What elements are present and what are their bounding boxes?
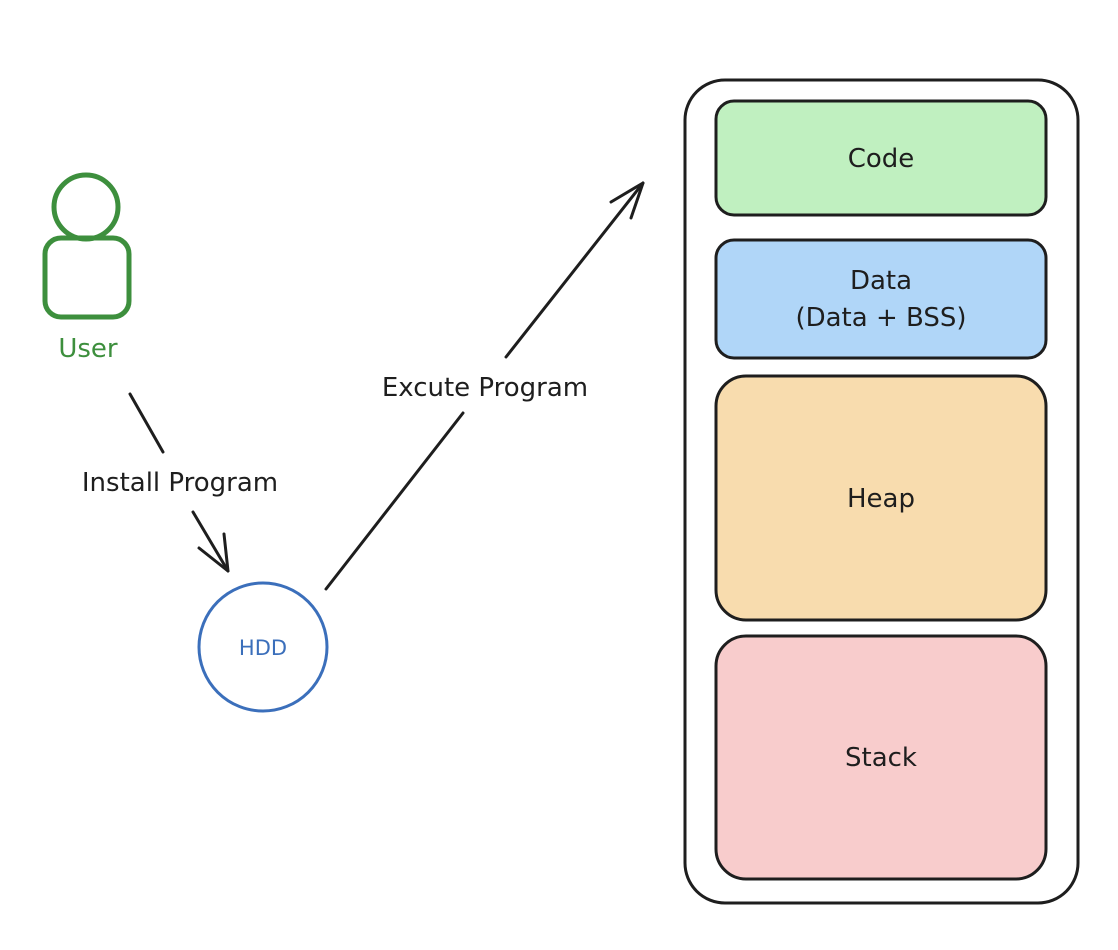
install-arrow-line-top <box>128 392 165 454</box>
user-actor: User <box>42 172 132 364</box>
execute-arrowhead-icon <box>609 181 645 220</box>
memory-segment-heap: Heap <box>714 374 1048 622</box>
install-arrow-label: Install Program <box>82 468 278 498</box>
code-segment-box <box>714 99 1048 217</box>
execute-arrow-line-lower <box>324 411 465 591</box>
execute-arrow-line-upper <box>504 181 645 359</box>
heap-segment-label: Heap <box>847 484 915 514</box>
memory-segment-data: Data (Data + BSS) <box>714 238 1048 360</box>
heap-segment-box <box>714 374 1048 622</box>
install-arrow: Install Program <box>82 392 278 573</box>
user-head-icon <box>51 172 121 242</box>
data-segment-box <box>714 238 1048 360</box>
user-label: User <box>58 334 118 364</box>
execute-arrow: Excute Program <box>324 181 645 591</box>
data-segment-sublabel: (Data + BSS) <box>795 303 966 333</box>
hdd-circle <box>197 581 329 713</box>
install-arrow-line-bottom <box>191 510 230 573</box>
stack-segment-label: Stack <box>845 743 917 773</box>
data-segment-label: Data <box>850 266 912 296</box>
memory-layout: Code Data (Data + BSS) Heap Stack <box>683 78 1080 905</box>
memory-segment-code: Code <box>714 99 1048 217</box>
hdd-node: HDD <box>197 581 329 713</box>
execute-arrow-label: Excute Program <box>382 373 588 403</box>
code-segment-label: Code <box>848 144 915 174</box>
user-body-icon <box>42 235 132 320</box>
install-arrowhead-icon <box>197 532 230 573</box>
hdd-label: HDD <box>239 636 287 660</box>
stack-segment-box <box>714 634 1048 881</box>
memory-segment-stack: Stack <box>714 634 1048 881</box>
